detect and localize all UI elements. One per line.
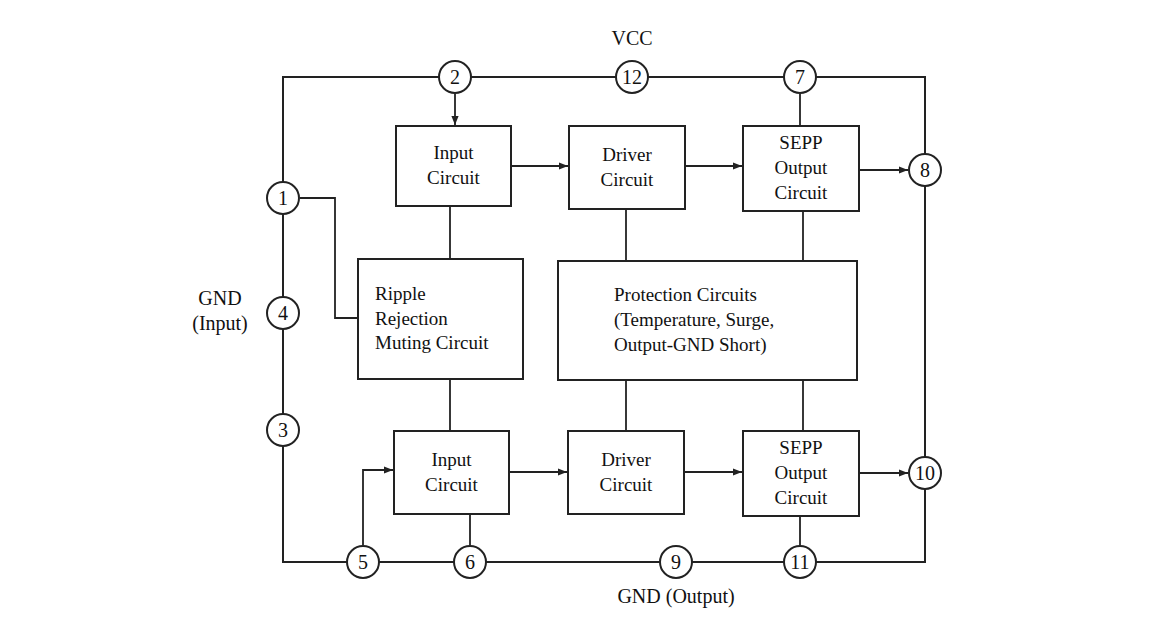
block-box: Driver Circuit xyxy=(567,430,685,515)
pin-circle: 2 xyxy=(438,60,472,94)
block-label: SEPP Output Circuit xyxy=(759,131,843,205)
pin-number: 11 xyxy=(783,545,817,579)
pin-circle-shape xyxy=(909,457,941,489)
pin-circle: 5 xyxy=(346,545,380,579)
block-label: Input Circuit xyxy=(409,141,499,190)
pin-number: 12 xyxy=(615,60,649,94)
signal-arrow xyxy=(454,94,456,125)
signal-line xyxy=(799,94,801,125)
signal-line xyxy=(802,212,804,260)
block-box: SEPP Output Circuit xyxy=(742,430,860,517)
block-label: Ripple Rejection Muting Circuit xyxy=(375,282,499,356)
signal-arrow xyxy=(860,472,908,474)
ground-label: GND (Output) xyxy=(566,584,786,609)
pin-number: 5 xyxy=(346,545,380,579)
signal-arrow xyxy=(686,165,742,167)
signal-arrow xyxy=(685,471,742,473)
signal-line xyxy=(449,380,451,430)
signal-arrow xyxy=(512,165,568,167)
pin-circle: 9 xyxy=(659,545,693,579)
pin-circle: 3 xyxy=(266,413,300,447)
block-label: SEPP Output Circuit xyxy=(759,436,843,510)
pin-circle-shape xyxy=(267,182,299,214)
block-box: Driver Circuit xyxy=(568,125,686,210)
block-box: Protection Circuits (Temperature, Surge,… xyxy=(557,260,858,381)
block-label: Input Circuit xyxy=(407,448,497,497)
pin-circle: 4 xyxy=(266,296,300,330)
pin-circle: 11 xyxy=(783,545,817,579)
pin-number: 9 xyxy=(659,545,693,579)
signal-line xyxy=(799,517,801,545)
pin-number: 8 xyxy=(908,153,942,187)
signal-arrow xyxy=(860,169,908,171)
ground-label: GND (Input) xyxy=(178,286,262,336)
block-label: Driver Circuit xyxy=(575,143,679,192)
block-label: Protection Circuits (Temperature, Surge,… xyxy=(614,283,806,357)
pin-number: 2 xyxy=(438,60,472,94)
pin-circle: 10 xyxy=(908,456,942,490)
signal-line xyxy=(625,381,627,430)
signal-line xyxy=(300,198,357,318)
pin-circle: 8 xyxy=(908,153,942,187)
supply-label: VCC xyxy=(582,26,682,51)
pin-circle-shape xyxy=(909,154,941,186)
signal-line xyxy=(469,515,471,545)
signal-line xyxy=(802,381,804,430)
block-box: Ripple Rejection Muting Circuit xyxy=(357,258,524,380)
signal-arrow xyxy=(363,470,393,545)
pin-number: 10 xyxy=(908,456,942,490)
pin-number: 7 xyxy=(783,60,817,94)
pin-circle-shape xyxy=(267,297,299,329)
pin-circle-shape xyxy=(439,61,471,93)
pin-circle-shape xyxy=(267,414,299,446)
pin-circle: 7 xyxy=(783,60,817,94)
pin-circle-shape xyxy=(454,546,486,578)
block-label: Driver Circuit xyxy=(574,448,678,497)
signal-line xyxy=(449,207,451,258)
pin-circle-shape xyxy=(784,61,816,93)
block-box: Input Circuit xyxy=(395,125,512,207)
pin-number: 3 xyxy=(266,413,300,447)
pin-circle-shape xyxy=(347,546,379,578)
package-outline xyxy=(283,77,925,562)
pin-number: 4 xyxy=(266,296,300,330)
pin-circle: 1 xyxy=(266,181,300,215)
pin-number: 1 xyxy=(266,181,300,215)
pin-circle: 6 xyxy=(453,545,487,579)
pin-circle: 12 xyxy=(615,60,649,94)
pin-number: 6 xyxy=(453,545,487,579)
pin-circle-shape xyxy=(660,546,692,578)
signal-arrow xyxy=(510,471,567,473)
block-box: Input Circuit xyxy=(393,430,510,515)
signal-line xyxy=(625,210,627,260)
pin-circle-shape xyxy=(784,546,816,578)
block-box: SEPP Output Circuit xyxy=(742,125,860,212)
pin-circle-shape xyxy=(616,61,648,93)
